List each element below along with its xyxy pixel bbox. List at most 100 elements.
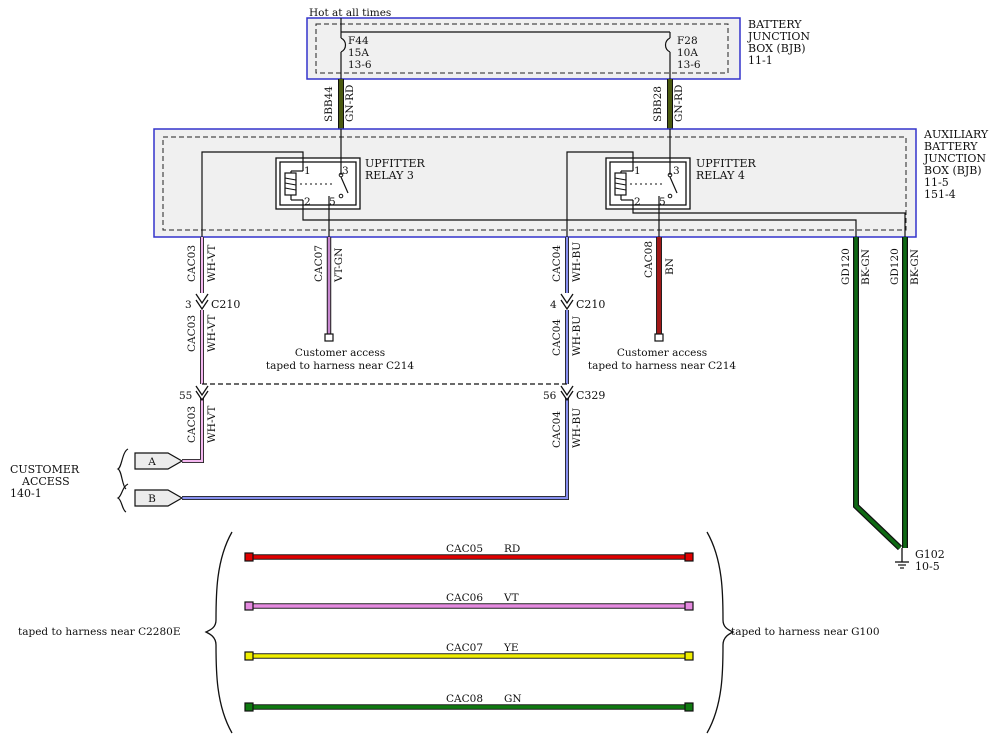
fuse-f28-symbol	[664, 37, 671, 53]
relay-4-coil-winding	[614, 177, 627, 191]
wire-sbb28: SBB28 GN-RD	[652, 79, 685, 129]
relay-3-name-line2: RELAY 3	[365, 169, 414, 182]
wire-cac07-terminal	[324, 333, 334, 342]
abjb-name-line3: JUNCTION	[923, 152, 986, 165]
ground-name: G102	[915, 548, 945, 561]
connector-c329: 55 56 C329	[179, 383, 605, 402]
abjb-internal-wiring	[201, 129, 906, 237]
customer-access-note-2-line1: Customer access	[617, 347, 707, 359]
wire-cac04: CAC04 WH-BU CAC04 WH-BU CAC04 WH-BU	[182, 237, 583, 500]
abjb-ref-1: 11-5	[924, 176, 949, 189]
fuse-f28: F28 10A 13-6	[664, 32, 701, 79]
customer-access-pin-b: B	[148, 493, 156, 505]
fuse-f44: F44 15A 13-6	[340, 32, 372, 79]
spare-wire-cac05-terminal-left	[244, 552, 254, 562]
c210-left-chevron2-icon	[195, 299, 209, 311]
relay-4-inner	[609, 161, 687, 206]
customer-access-pin-a-shape	[134, 452, 184, 470]
relay-4-pin-5: 5	[659, 196, 666, 208]
bjb-inner-dashed	[315, 23, 729, 74]
spare-wire-cac08-color-code: GN	[504, 693, 522, 705]
c329-right-chevron2-icon	[560, 390, 574, 402]
wire-cac08-color-code: BN	[664, 258, 676, 275]
spare-wire-cac05-terminal-right	[684, 552, 694, 562]
c210-left-name: C210	[211, 298, 240, 311]
spare-wire-cac05-color-code: RD	[504, 543, 520, 555]
customer-access-note-2-line2: taped to harness near C214	[588, 360, 736, 372]
wire-cac04-circuit-2: CAC04	[551, 319, 563, 356]
bjb-name-line2: JUNCTION	[747, 30, 810, 43]
customer-access-brace-top	[116, 448, 129, 490]
wire-cac04-color-2: WH-BU	[571, 316, 583, 356]
spare-wire-bundle: taped to harness near C2280E taped to ha…	[18, 531, 880, 734]
c210-right-name: C210	[576, 298, 605, 311]
wire-cac04-color-3: WH-BU	[571, 408, 583, 448]
c329-left-chevron-icon	[195, 385, 209, 397]
customer-access-pin-b-shape	[134, 489, 184, 507]
c210-left-chevron-icon	[195, 293, 209, 305]
bjb-outline	[306, 17, 741, 80]
wire-gd120-a-color-code: BK-GN	[860, 249, 872, 285]
relay-4-pin-2: 2	[634, 196, 641, 208]
wire-cac03-color-2: WH-VT	[206, 315, 218, 352]
relay-3-name-line1: UPFITTER	[365, 157, 426, 170]
c329-left-pin: 55	[179, 390, 192, 402]
fuse-f44-id: F44	[348, 35, 369, 47]
spare-wire-bundle-brace-left	[204, 531, 233, 734]
relay-4-ground-path	[632, 200, 906, 237]
customer-access-note-1-line2: taped to harness near C214	[266, 360, 414, 372]
fuse-f44-ref: 13-6	[348, 59, 372, 71]
customer-access-pin-a: A	[147, 456, 156, 468]
customer-access-note-1-line1: Customer access	[295, 347, 385, 359]
wire-gd120-b-circuit: GD120	[889, 248, 901, 285]
wire-cac08-terminal	[654, 333, 664, 342]
relay-4-pin-3: 3	[673, 165, 680, 177]
wire-cac08-circuit: CAC08	[643, 241, 655, 278]
spare-wire-bundle-brace-right	[706, 531, 735, 734]
wire-cac03-circuit-1: CAC03	[186, 245, 198, 282]
wire-cac04-color-1: WH-BU	[571, 242, 583, 282]
relay-3-ground-path	[302, 200, 857, 237]
relay-3-coil-to-cac03	[201, 151, 304, 237]
hot-at-all-times-label: Hot at all times	[309, 7, 391, 19]
wire-cac04-seg3-outline	[182, 398, 569, 500]
relay-4-pin-1: 1	[634, 165, 641, 177]
wire-sbb44: SBB44 GN-RD	[323, 79, 356, 129]
spare-note-left: taped to harness near C2280E	[18, 626, 181, 638]
spare-wire-cac05-circuit: CAC05	[446, 543, 483, 555]
customer-access-label-line1: CUSTOMER	[10, 463, 80, 476]
spare-wire-cac05: CAC05 RD	[244, 543, 694, 562]
abjb-name-line4: BOX (BJB)	[924, 164, 982, 177]
spare-wire-cac06-color-code: VT	[503, 592, 519, 604]
spare-wire-cac06-terminal-left	[244, 601, 254, 611]
wire-cac07-customer-access: CAC07 VT-GN Customer access taped to har…	[266, 237, 414, 372]
bjb-ref: 11-1	[748, 54, 773, 67]
wire-cac03-circuit-3: CAC03	[186, 406, 198, 443]
connector-c210-left: 3 C210	[185, 293, 240, 311]
customer-access-ref: 140-1	[10, 487, 42, 500]
fuse-f28-id: F28	[677, 35, 698, 47]
wire-cac03-color-3: WH-VT	[206, 406, 218, 443]
spare-wire-cac07-terminal-left	[244, 651, 254, 661]
c210-right-chevron2-icon	[560, 299, 574, 311]
relay-4-name-line1: UPFITTER	[696, 157, 757, 170]
c210-right-pin: 4	[550, 299, 557, 311]
spare-wire-cac07-circuit: CAC07	[446, 642, 483, 654]
customer-access-connector: A B CUSTOMER ACCESS 140-1	[10, 448, 184, 513]
ground-ref: 10-5	[915, 560, 940, 573]
c329-left-chevron2-icon	[195, 390, 209, 402]
wire-sbb44-circuit: SBB44	[323, 86, 335, 122]
relay-3-pin-5: 5	[329, 196, 336, 208]
relay-3-coil-winding	[284, 177, 297, 191]
abjb-name-line2: BATTERY	[924, 140, 978, 153]
bjb-name-line3: BOX (BJB)	[748, 42, 806, 55]
c329-right-pin: 56	[543, 390, 557, 402]
wire-sbb28-circuit: SBB28	[652, 86, 664, 122]
upfitter-relay-4: 1 3 2 5 UPFITTER RELAY 4	[605, 157, 757, 210]
spare-wire-cac07: CAC07 YE	[244, 642, 694, 661]
relay-4-contact-5	[667, 193, 673, 199]
wire-cac04-circuit-3: CAC04	[551, 411, 563, 448]
spare-wire-cac07-terminal-right	[684, 651, 694, 661]
relay-3-contact-5	[338, 193, 344, 199]
spare-wire-cac08: CAC08 GN	[244, 693, 694, 712]
